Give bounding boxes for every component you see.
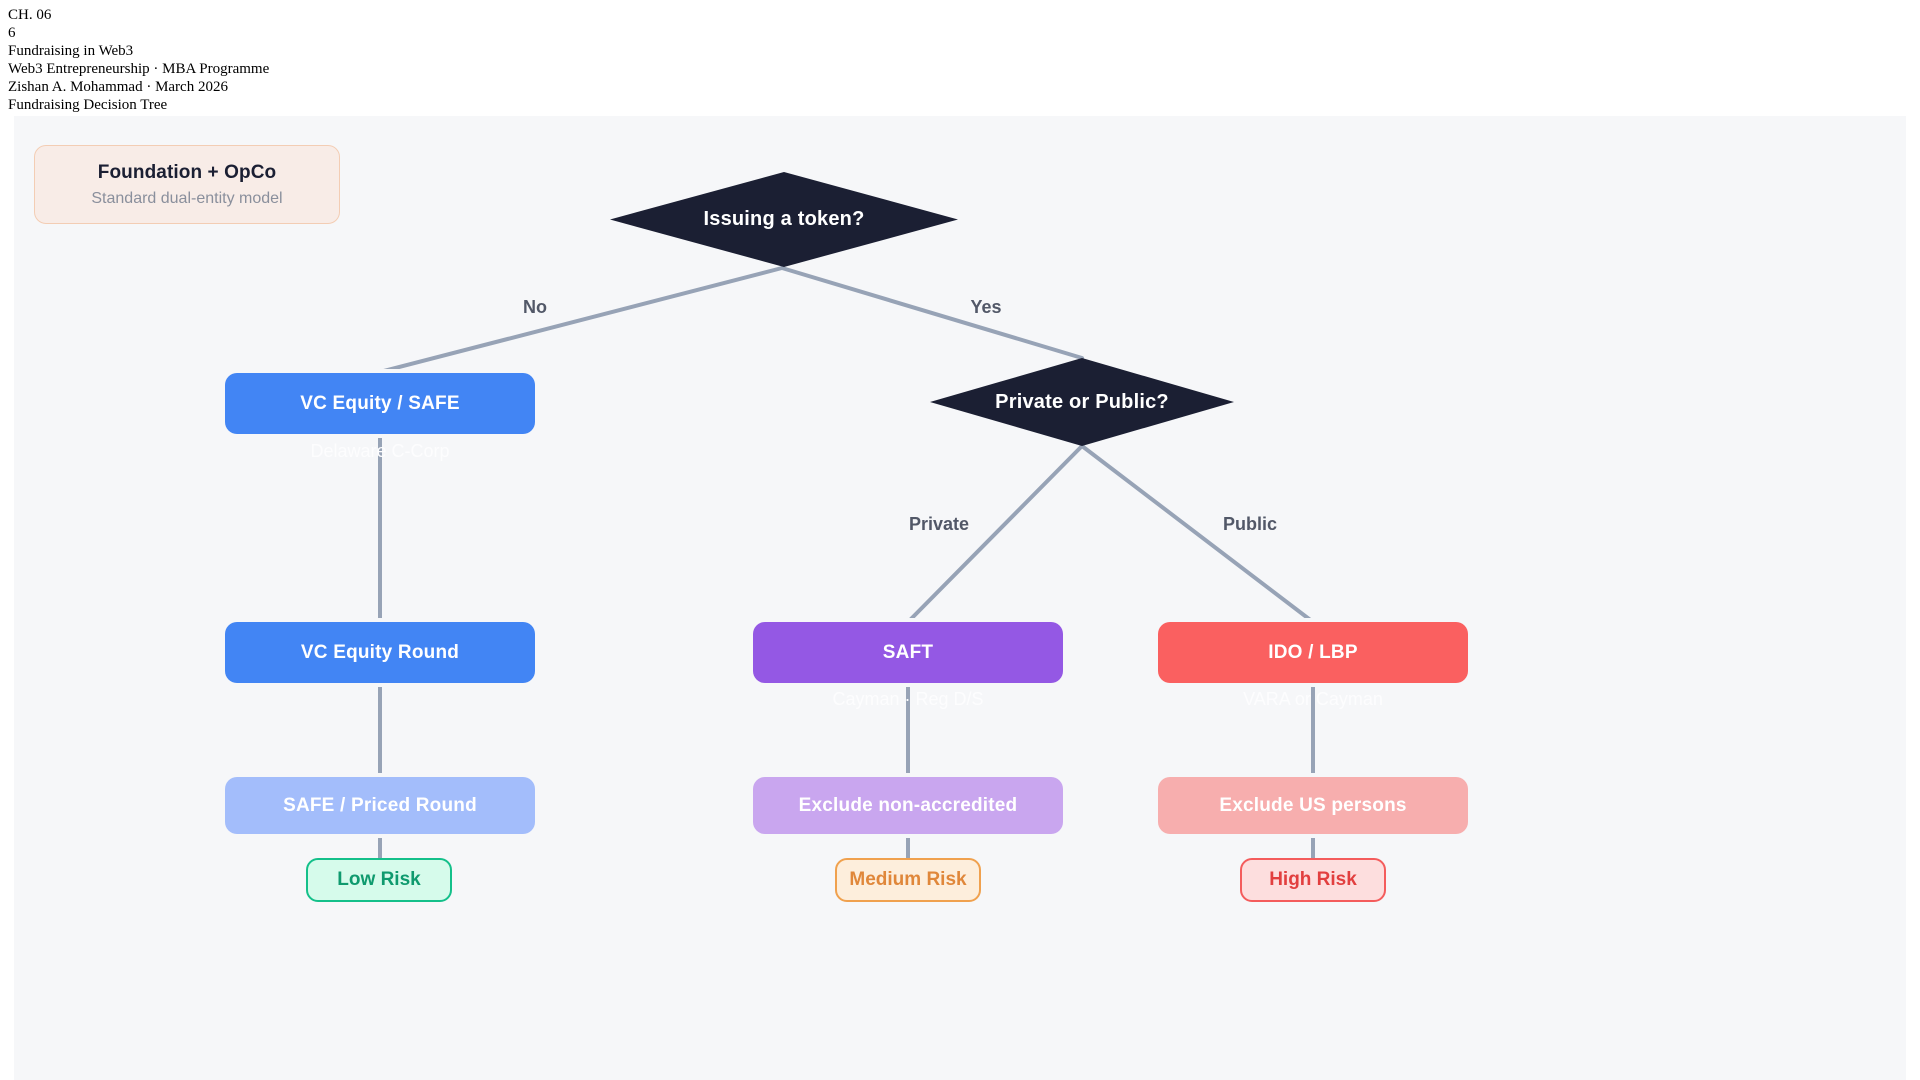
node-vc-equity-round[interactable]: VC Equity Round <box>225 622 535 683</box>
node-label-saft: SAFT <box>882 641 934 663</box>
node-label-safe-priced-round: SAFE / Priced Round <box>283 794 477 816</box>
node-label-vc-equity-safe: VC Equity / SAFE <box>300 392 460 414</box>
edge-label-private: Private <box>908 514 970 534</box>
foundation-opco-card[interactable]: Foundation + OpCo Standard dual-entity m… <box>34 145 340 224</box>
decision-label-root: Issuing a token? <box>703 208 865 230</box>
node-label-ido-lbp: IDO / LBP <box>1268 641 1358 663</box>
edge-label-public: Public <box>1222 514 1278 534</box>
edge-root-yes <box>780 266 1084 360</box>
author-date: Zishan A. Mohammad · March 2026 <box>8 79 228 95</box>
connector-layer <box>378 266 1315 860</box>
node-label-vc-equity-round: VC Equity Round <box>300 641 460 663</box>
callout-subtitle: Standard dual-entity model <box>91 189 283 207</box>
node-exclude-non-accredited[interactable]: Exclude non-accredited <box>753 777 1063 834</box>
document-header: CH. 06 6 Fundraising in Web3 Web3 Entrep… <box>8 6 269 114</box>
risk-badge-low[interactable]: Low Risk <box>306 858 452 902</box>
slide-title: Fundraising Decision Tree <box>8 97 168 113</box>
decision-node-private-public[interactable]: Private or Public? <box>930 358 1234 446</box>
risk-badge-medium[interactable]: Medium Risk <box>835 858 981 902</box>
decision-node-issuing-token[interactable]: Issuing a token? <box>610 172 958 267</box>
node-ido-lbp[interactable]: IDO / LBP <box>1158 622 1468 683</box>
course-subtitle: Web3 Entrepreneurship · MBA Programme <box>8 61 270 77</box>
sublabel-cayman-reg-ds: Cayman · Reg D/S <box>832 689 984 709</box>
risk-badge-high[interactable]: High Risk <box>1240 858 1386 902</box>
edge-split-public <box>1080 444 1315 624</box>
diagram-canvas: Foundation + OpCo Standard dual-entity m… <box>14 116 1906 1080</box>
edge-root-no <box>378 266 784 374</box>
page-number: 6 <box>8 25 16 41</box>
risk-badge-high-label: High Risk <box>1269 869 1357 890</box>
node-safe-priced-round[interactable]: SAFE / Priced Round <box>225 777 535 834</box>
callout-title: Foundation + OpCo <box>97 161 277 183</box>
node-vc-equity-safe[interactable]: VC Equity / SAFE <box>225 373 535 434</box>
deck-title: Fundraising in Web3 <box>8 43 134 59</box>
node-saft[interactable]: SAFT <box>753 622 1063 683</box>
edge-label-no: No <box>523 297 547 317</box>
node-label-exclude-non-accredited: Exclude non-accredited <box>798 794 1018 816</box>
node-label-exclude-us-persons: Exclude US persons <box>1219 794 1407 816</box>
sublabel-vara-or-cayman: VARA or Cayman <box>1243 689 1383 709</box>
node-exclude-us-persons[interactable]: Exclude US persons <box>1158 777 1468 834</box>
risk-badge-medium-label: Medium Risk <box>849 869 967 890</box>
risk-badge-low-label: Low Risk <box>337 869 421 890</box>
edge-label-yes: Yes <box>970 297 1002 317</box>
decision-label-split: Private or Public? <box>995 390 1169 413</box>
chapter-label: CH. 06 <box>8 7 52 23</box>
sublabel-delaware-c-corp: Delaware C-Corp <box>310 441 450 461</box>
